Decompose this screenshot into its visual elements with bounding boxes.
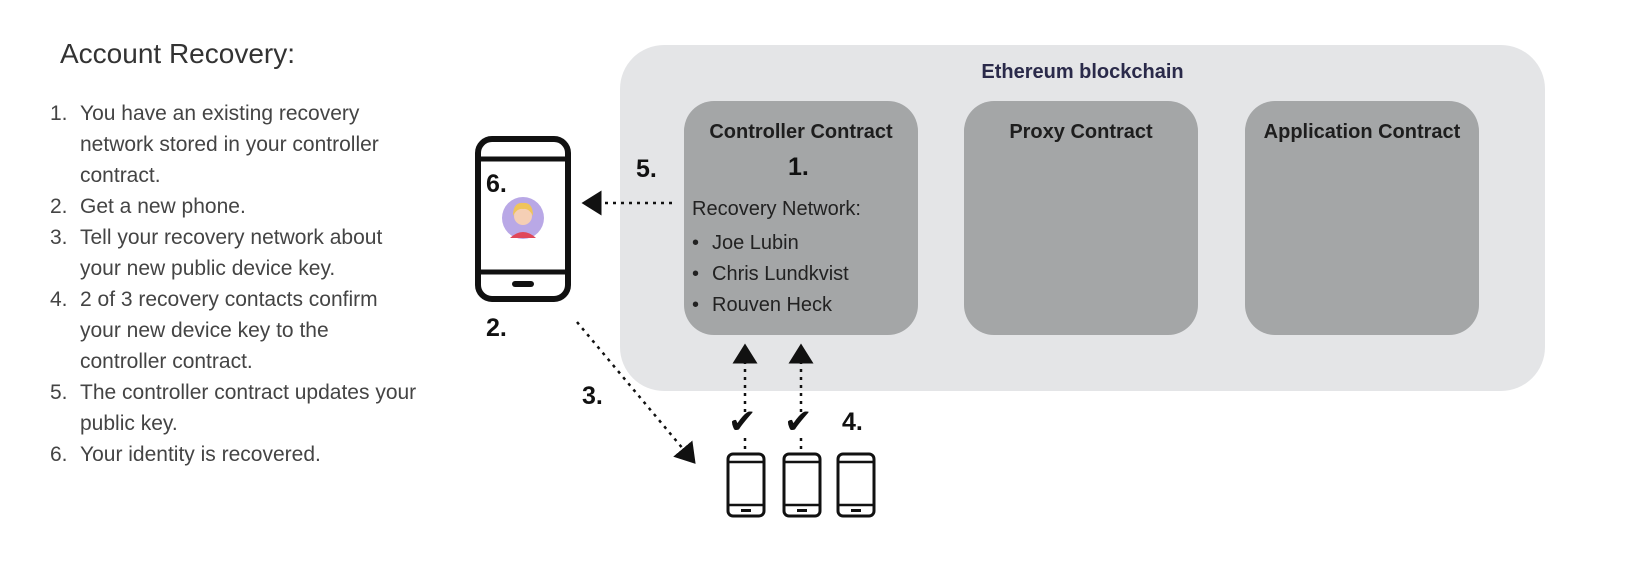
recovery-network-list: •Joe Lubin •Chris Lundkvist •Rouven Heck <box>692 228 849 321</box>
step-label-5: 5. <box>636 155 657 183</box>
step-item: 5.The controller contract updates your p… <box>50 381 417 435</box>
blockchain-label: Ethereum blockchain <box>981 61 1184 83</box>
page-title: Account Recovery: <box>60 38 295 69</box>
checkmark-icon: ✔ <box>784 403 813 441</box>
step-item: 2.Get a new phone. <box>50 195 246 218</box>
user-avatar-icon <box>502 197 544 239</box>
proxy-contract-title: Proxy Contract <box>1009 121 1153 143</box>
new-phone-icon <box>475 136 571 302</box>
contact-phone-icon <box>836 452 876 518</box>
steps-list: 1.You have an existing recovery network … <box>50 98 420 470</box>
recovery-contact: •Rouven Heck <box>692 294 833 316</box>
recovery-contact: •Joe Lubin <box>692 232 799 254</box>
contact-phone-icon <box>782 452 822 518</box>
ethereum-blockchain-panel: Ethereum blockchain Controller Contract … <box>620 45 1545 391</box>
step-label-6: 6. <box>486 170 507 198</box>
controller-contract-title: Controller Contract <box>709 121 893 143</box>
step-item: 1.You have an existing recovery network … <box>50 102 379 187</box>
proxy-contract-box: Proxy Contract <box>964 101 1198 335</box>
step-item: 4.2 of 3 recovery contacts confirm your … <box>50 288 378 373</box>
step-item: 6.Your identity is recovered. <box>50 443 321 466</box>
checkmark-icon: ✔ <box>728 403 757 441</box>
application-contract-box: Application Contract <box>1245 101 1479 335</box>
step-label-4: 4. <box>842 408 863 436</box>
step-label-1: 1. <box>788 153 809 181</box>
recovery-contact: •Chris Lundkvist <box>692 263 849 285</box>
controller-contract-box: Controller Contract 1. Recovery Network:… <box>684 101 918 335</box>
step-item: 3.Tell your recovery network about your … <box>50 226 383 280</box>
step-label-2: 2. <box>486 314 507 342</box>
recovery-network-title: Recovery Network: <box>692 198 861 220</box>
step-label-3: 3. <box>582 382 603 410</box>
application-contract-title: Application Contract <box>1263 121 1461 143</box>
contact-phone-icon <box>726 452 766 518</box>
